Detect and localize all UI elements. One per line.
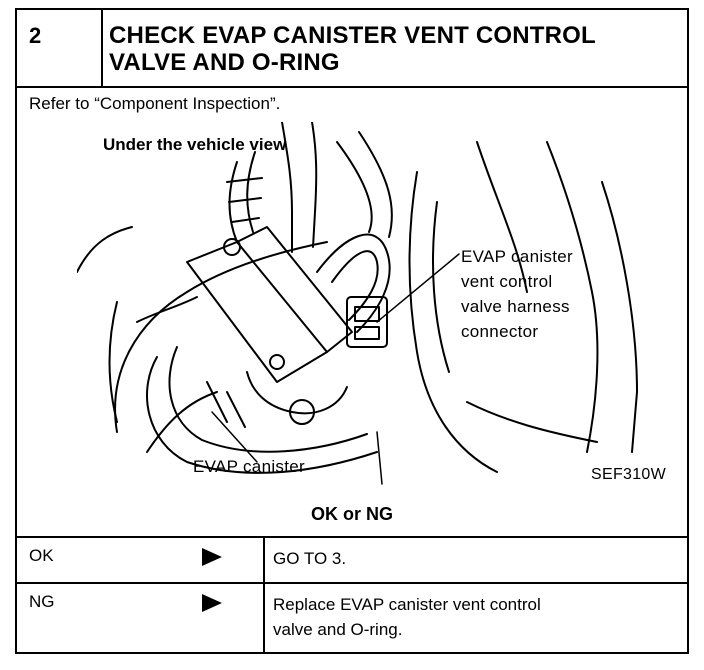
result-status: OK [29,546,54,565]
step-title-line-2: VALVE AND O-RING [109,49,340,76]
result-action: GO TO 3. [263,538,683,582]
result-action-line: Replace EVAP canister vent control [273,595,541,614]
result-action: Replace EVAP canister vent control valve… [263,584,683,652]
inspection-step-table: 2 CHECK EVAP CANISTER VENT CONTROL VALVE… [15,8,689,654]
result-heading: OK or NG [310,504,393,524]
arrow-right-icon [202,594,222,612]
result-action-line: valve and O-ring. [273,620,403,639]
arrow-right-icon [202,548,222,566]
component-illustration: Under the vehicle view EVAP canister ven… [77,122,677,502]
connector-callout-line-3: valve harness [461,297,570,316]
connector-callout: EVAP canister vent control valve harness… [461,244,573,344]
evap-canister-drawing [77,122,638,485]
connector-callout-line-1: EVAP canister [461,247,573,266]
result-row-ok: OK GO TO 3. [17,536,687,582]
connector-callout-line-4: connector [461,322,539,341]
result-status: NG [29,592,55,611]
result-action-line: GO TO 3. [273,549,347,568]
result-row-ng: NG Replace EVAP canister vent control va… [17,582,687,652]
step-number: 2 [17,10,103,86]
step-title-line-1: CHECK EVAP CANISTER VENT CONTROL [109,22,596,49]
figure-code: SEF310W [591,466,667,483]
view-label: Under the vehicle view [103,135,287,154]
connector-callout-line-2: vent control [461,272,553,291]
canister-callout: EVAP canister [193,457,305,476]
step-header: 2 CHECK EVAP CANISTER VENT CONTROL VALVE… [17,10,687,88]
step-title: CHECK EVAP CANISTER VENT CONTROL VALVE A… [109,22,679,76]
instruction-text: Refer to “Component Inspection”. [29,94,281,113]
